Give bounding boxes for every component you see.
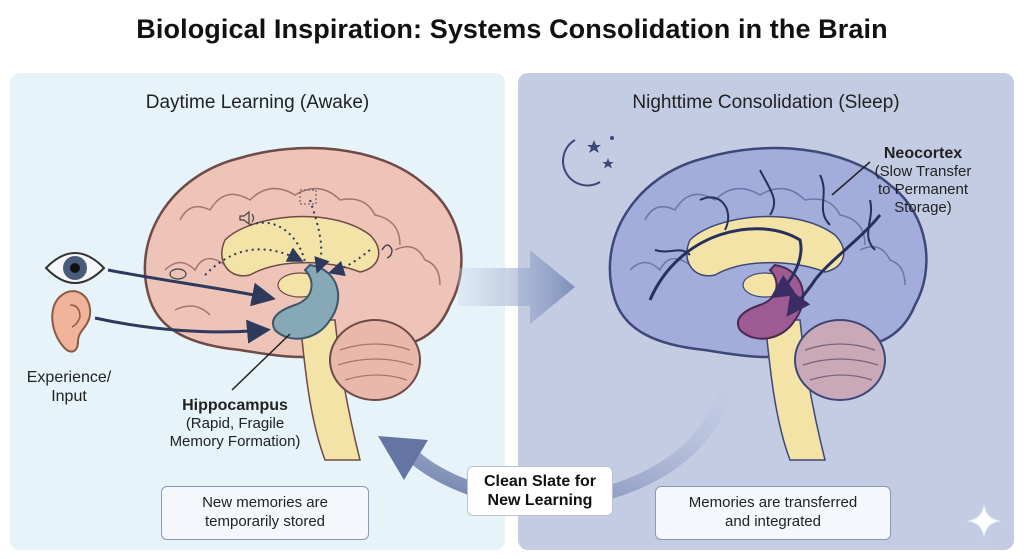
hippocampus-title: Hippocampus (182, 397, 288, 414)
temporary-storage-box: New memories are temporarily stored (161, 486, 369, 540)
neocortex-desc-line2: to Permanent (877, 181, 969, 199)
moon-icon (562, 139, 601, 187)
hippocampus-desc-line2: Memory Formation) (169, 433, 301, 451)
star-icon (587, 136, 614, 169)
hippocampus-pointer (231, 333, 291, 391)
eye-icon (44, 252, 106, 284)
sleep-brain (608, 146, 928, 461)
neocortex-label: Neocortex (Slow Transfer to Permanent St… (848, 144, 998, 217)
hippocampus-label: Hippocampus (Rapid, Fragile Memory Forma… (120, 396, 350, 451)
clean-slate-line1: Clean Slate for (483, 472, 597, 490)
speaker-icon (239, 210, 255, 226)
neocortex-desc-line3: Storage) (894, 199, 952, 217)
integration-line1: Memories are transferred (688, 494, 858, 512)
temporary-storage-line1: New memories are (202, 494, 328, 512)
clean-slate-line2: New Learning (487, 492, 593, 509)
integration-line2: and integrated (725, 513, 821, 530)
hippocampus-desc-line1: (Rapid, Fragile (185, 415, 285, 433)
sparkle-icon (967, 504, 1001, 538)
neocortex-title: Neocortex (883, 145, 963, 162)
ear-icon (51, 290, 92, 353)
ear-input-arrow (94, 316, 271, 344)
eye-input-arrow (107, 268, 276, 307)
diagram-title: Biological Inspiration: Systems Consolid… (136, 14, 888, 44)
integration-box: Memories are transferred and integrated (655, 486, 891, 540)
nighttime-heading: Nighttime Consolidation (Sleep) (632, 92, 900, 113)
return-arrowhead (378, 436, 428, 480)
clean-slate-label: Clean Slate for New Learning (467, 466, 613, 516)
awake-brain (143, 146, 463, 461)
small-ear-icon (381, 244, 393, 259)
daytime-heading: Daytime Learning (Awake) (145, 92, 370, 113)
small-eye-icon (169, 268, 187, 280)
input-label-line2: Input (51, 388, 87, 406)
input-label: Experience/ Input (14, 368, 124, 406)
transfer-arrow (458, 250, 575, 324)
neocortex-desc-line1: (Slow Transfer (874, 163, 972, 181)
input-label-line1: Experience/ (26, 369, 112, 386)
temporary-storage-line2: temporarily stored (204, 513, 326, 530)
